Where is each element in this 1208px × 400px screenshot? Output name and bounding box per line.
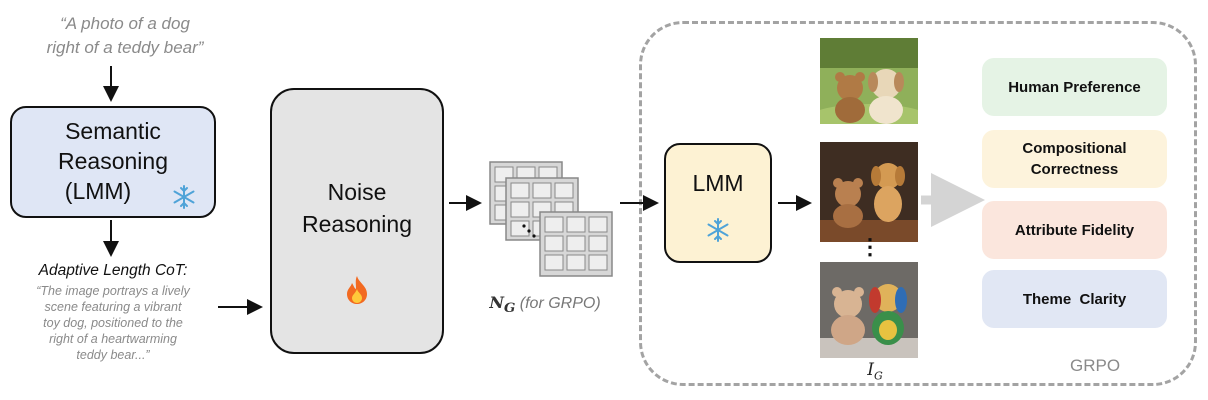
semantic-line-2: Reasoning (58, 148, 168, 174)
reward-human-preference: Human Preference (982, 58, 1167, 116)
noise-line-2: Reasoning (302, 211, 412, 237)
prompt-line-1: “A photo of a dog (60, 14, 190, 33)
reward-compositional-correctness: Compositional Correctness (982, 130, 1167, 188)
noise-line-1: Noise (327, 179, 387, 205)
noise-grid-3 (539, 211, 613, 277)
grid-ellipsis-dots (522, 224, 536, 238)
cot-title: Adaptive Length CoT: (38, 262, 188, 279)
noise-reasoning-label: Noise Reasoning (270, 176, 444, 240)
cot-line: toy dog, positioned to the (43, 316, 183, 330)
generated-image-1 (820, 38, 918, 124)
cot-line: teddy bear...” (76, 348, 150, 362)
cot-line: “The image portrays a lively (36, 284, 190, 298)
image-group-label: IG (850, 360, 900, 382)
fire-icon (347, 276, 367, 304)
snowflake-icon (173, 185, 195, 209)
noise-reasoning-box (270, 88, 444, 354)
lmm-box (664, 143, 772, 263)
input-prompt: “A photo of a dog right of a teddy bear” (20, 12, 230, 60)
noise-note: (for GRPO) (519, 295, 601, 312)
cot-line: right of a heartwarming (49, 332, 177, 346)
snowflake-icon (707, 218, 729, 242)
noise-symbol: N (489, 293, 504, 312)
noise-subscript: G (503, 300, 516, 317)
image-subscript: G (873, 369, 883, 383)
prompt-line-2: right of a teddy bear” (46, 38, 204, 57)
reward-attribute-fidelity: Attribute Fidelity (982, 201, 1167, 259)
cot-line: scene featuring a vibrant (44, 300, 182, 314)
lmm-label: LMM (692, 170, 744, 196)
noise-group-label: NG (for GRPO) (470, 293, 620, 316)
image-symbol: I (867, 360, 874, 380)
semantic-line-1: Semantic (65, 118, 161, 144)
cot-text: “The image portrays a lively scene featu… (14, 283, 212, 363)
image-ellipsis: ⋮ (859, 234, 881, 259)
generated-image-2 (820, 142, 918, 242)
noise-grids (489, 161, 613, 277)
reward-theme-clarity: Theme Clarity (982, 270, 1167, 328)
semantic-line-3: (LMM) (64, 178, 132, 204)
semantic-reasoning-label: Semantic Reasoning (LMM) (10, 116, 216, 206)
grpo-label: GRPO (1070, 356, 1121, 375)
generated-image-g (820, 262, 918, 358)
